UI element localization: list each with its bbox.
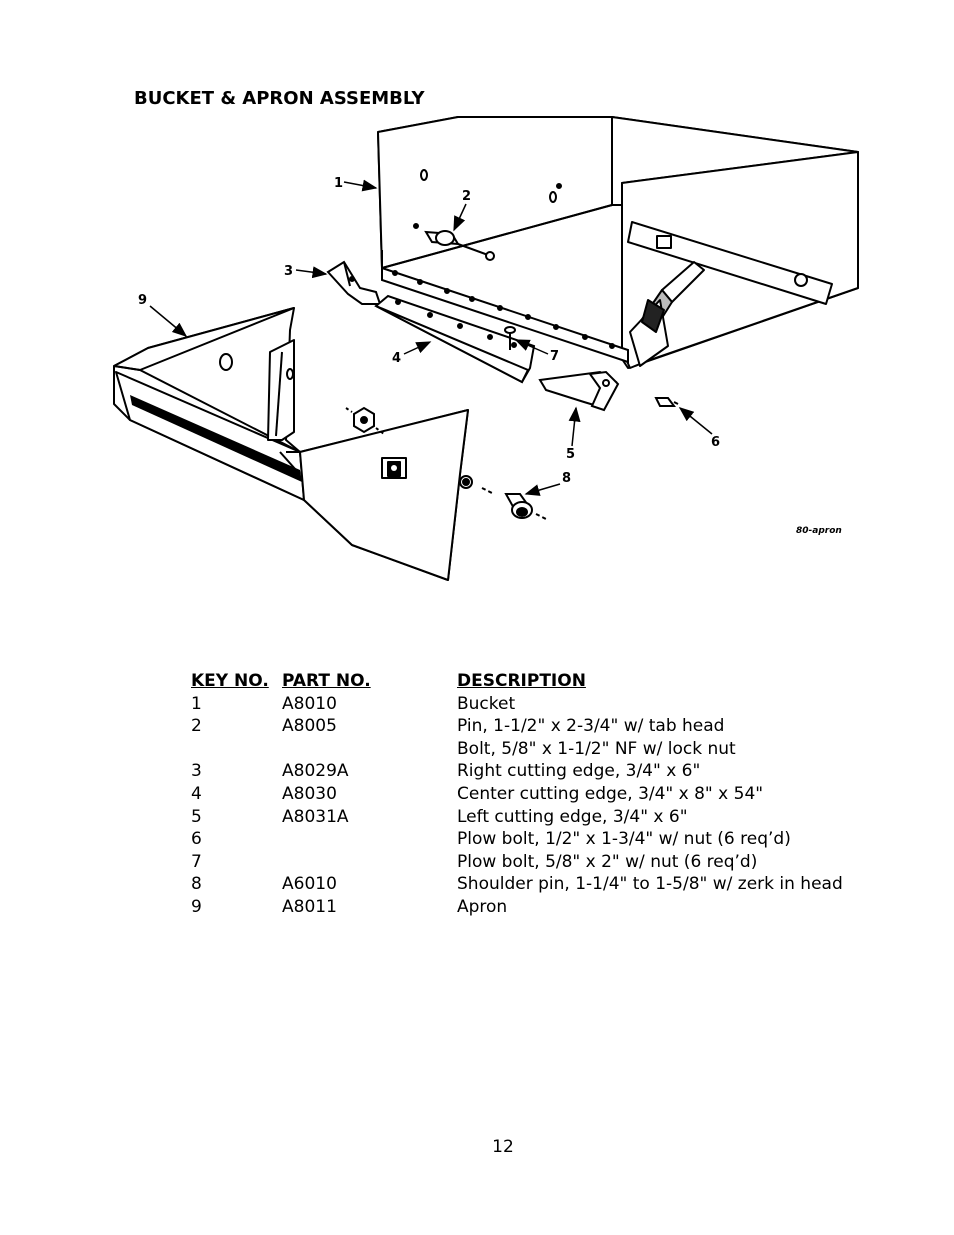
row-key-no: 3 xyxy=(191,761,202,782)
exploded-assembly-diagram: 1 2 3 9 4 7 5 6 8 80-apron xyxy=(113,116,859,581)
table-row: 4 A8030 Center cutting edge, 3/4" x 8" x 5… xyxy=(191,783,877,806)
callout-7: 7 xyxy=(550,349,559,364)
row-key-no: 5 xyxy=(191,806,202,827)
row-part-no xyxy=(282,738,457,761)
apron-illustration xyxy=(113,307,473,581)
row-part-no xyxy=(282,851,457,874)
figure-code: 80-apron xyxy=(796,526,842,536)
table-row: 9 A8011 Apron xyxy=(191,896,877,919)
row-description: Apron xyxy=(457,896,508,917)
callout-9: 9 xyxy=(138,293,147,308)
parts-table-body: 1 A8010 Bucket 2 A8005 Pin, 1-1/2" x 2-3/4" w… xyxy=(191,693,877,919)
parts-table-header: KEY NO. PART NO. DESCRIPTION xyxy=(191,670,877,693)
table-row: 8 A6010 Shoulder pin, 1-1/4" to 1-5/8" w/ … xyxy=(191,873,877,896)
row-key-no: 6 xyxy=(191,829,202,850)
row-description: Shoulder pin, 1-1/4" to 1-5/8" w/ zerk i… xyxy=(457,874,843,895)
table-row: 1 A8010 Bucket xyxy=(191,693,877,716)
row-key-no: 8 xyxy=(191,874,202,895)
row-key-no: 1 xyxy=(191,693,202,714)
row-description: Right cutting edge, 3/4" x 6" xyxy=(457,761,701,782)
table-row: 6 Plow bolt, 1/2" x 1-3/4" w/ nut (6 req’… xyxy=(191,828,877,851)
row-part-no: A8005 xyxy=(282,716,337,737)
callout-arrows xyxy=(149,179,713,496)
row-part-no: A6010 xyxy=(282,874,337,895)
table-row: Bolt, 5/8" x 1-1/2" NF w/ lock nut xyxy=(191,738,877,761)
plow-bolt-6 xyxy=(654,397,679,407)
callout-8: 8 xyxy=(562,471,571,486)
callout-3: 3 xyxy=(284,264,293,279)
callout-4: 4 xyxy=(392,351,401,366)
row-description: Bucket xyxy=(457,693,516,714)
row-key-no xyxy=(191,738,282,761)
header-part-no: PART NO. xyxy=(282,671,371,691)
parts-table: KEY NO. PART NO. DESCRIPTION 1 A8010 Bucke… xyxy=(191,670,877,919)
callout-1: 1 xyxy=(334,176,343,191)
row-key-no: 9 xyxy=(191,896,202,917)
row-part-no: A8010 xyxy=(282,693,337,714)
row-description: Plow bolt, 5/8" x 2" w/ nut (6 req’d) xyxy=(457,851,758,872)
row-description: Plow bolt, 1/2" x 1-3/4" w/ nut (6 req’d… xyxy=(457,829,791,850)
shoulder-pin xyxy=(481,487,549,521)
table-row: 2 A8005 Pin, 1-1/2" x 2-3/4" w/ tab head xyxy=(191,715,877,738)
bucket-illustration xyxy=(377,116,859,369)
row-key-no: 4 xyxy=(191,783,202,804)
header-key-no: KEY NO. xyxy=(191,671,269,691)
row-description: Bolt, 5/8" x 1-1/2" NF w/ lock nut xyxy=(457,738,736,759)
callout-6: 6 xyxy=(711,435,720,450)
center-cutting-edge xyxy=(374,294,536,384)
row-part-no: A8031A xyxy=(282,806,349,827)
page-title: BUCKET & APRON ASSEMBLY xyxy=(134,88,425,109)
row-description: Left cutting edge, 3/4" x 6" xyxy=(457,806,688,827)
plow-bolt-7 xyxy=(504,326,516,350)
pin-part xyxy=(424,230,495,261)
row-description: Pin, 1-1/2" x 2-3/4" w/ tab head xyxy=(457,716,725,737)
row-key-no: 7 xyxy=(191,851,202,872)
callout-5: 5 xyxy=(566,447,575,462)
table-row: 3 A8029A Right cutting edge, 3/4" x 6" xyxy=(191,760,877,783)
row-part-no xyxy=(282,828,457,851)
table-row: 5 A8031A Left cutting edge, 3/4" x 6" xyxy=(191,806,877,829)
callout-2: 2 xyxy=(462,189,471,204)
header-description: DESCRIPTION xyxy=(457,671,586,691)
row-part-no: A8011 xyxy=(282,896,337,917)
right-cutting-edge xyxy=(326,260,382,305)
row-description: Center cutting edge, 3/4" x 8" x 54" xyxy=(457,783,764,804)
left-cutting-edge xyxy=(538,370,620,412)
row-key-no: 2 xyxy=(191,716,202,737)
lock-nut xyxy=(345,406,385,435)
row-part-no: A8030 xyxy=(282,783,337,804)
bucket-lip xyxy=(381,266,629,364)
table-row: 7 Plow bolt, 5/8" x 2" w/ nut (6 req’d) xyxy=(191,851,877,874)
page-number: 12 xyxy=(492,1137,514,1157)
row-part-no: A8029A xyxy=(282,761,349,782)
